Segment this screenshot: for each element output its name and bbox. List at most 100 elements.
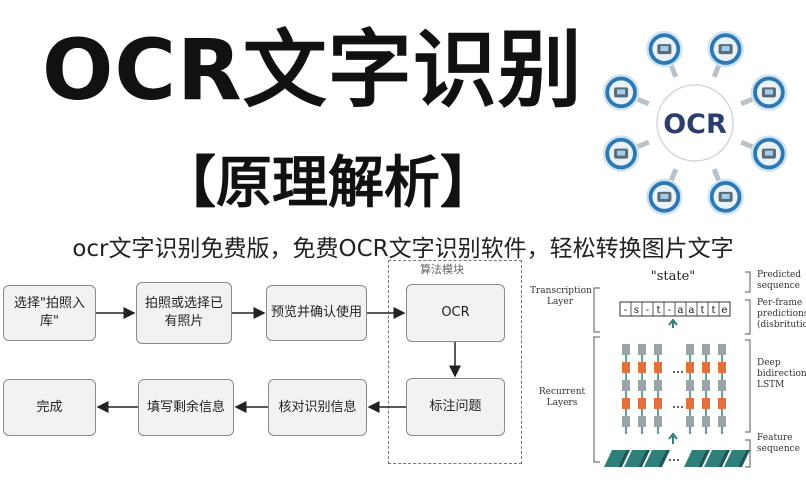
feature-block [684, 450, 710, 467]
lstm-cell [654, 398, 662, 409]
hub-arrow [668, 168, 679, 182]
lstm-cell [718, 362, 726, 373]
step-shoot: 拍照或选择已有照片 [136, 282, 232, 344]
label-bracket [745, 339, 751, 433]
lstm-cell [622, 398, 630, 409]
lstm-cell [654, 362, 662, 373]
feature-block [724, 450, 750, 467]
hub-arrow [740, 139, 754, 150]
lstm-cell [622, 344, 630, 355]
layer-bracket [593, 336, 600, 463]
layer-bracket [593, 287, 600, 333]
lstm-cell [654, 416, 662, 427]
algorithm-module-label: 算法模块 [420, 263, 464, 276]
lstm-cell [718, 344, 726, 355]
lstm-cell [622, 380, 630, 391]
lstm-cell [638, 380, 646, 391]
hub-arrow [636, 96, 650, 107]
fax-icon [602, 135, 640, 172]
lstm-cell [686, 344, 694, 355]
lstm-cell [702, 344, 710, 355]
label-per-frame-predictions: Per-frame predictions (disbritution) [757, 298, 806, 330]
hub-center-label: OCR [663, 109, 727, 140]
lstm-cell [622, 416, 630, 427]
label-deep-bidirectional-lstm: Deep bidirectional LSTM [757, 358, 806, 390]
predicted-word: "state" [651, 269, 696, 284]
main-title: OCR文字识别 [42, 21, 583, 119]
step-select: 选择"拍照入库" [3, 285, 96, 341]
lstm-cell [702, 398, 710, 409]
hub-arrow [668, 64, 679, 78]
step-preview: 预览并确认使用 [266, 285, 367, 341]
feature-block [644, 450, 670, 467]
step-fill: 填写剩余信息 [138, 379, 234, 436]
sequence-cell: e [722, 305, 728, 316]
step-done: 完成 [3, 379, 96, 436]
screen-icon [646, 178, 683, 216]
hub-arrow [740, 96, 754, 107]
hub-nodes [602, 30, 788, 216]
sequence-cell: - [624, 305, 627, 316]
hub-arrow [711, 168, 722, 182]
ellipsis-dot [677, 459, 679, 461]
algorithm-module-frame [388, 260, 522, 464]
lstm-cell [702, 362, 710, 373]
up-arrow-icon [668, 432, 678, 444]
phone-icon [707, 178, 744, 216]
ocr-hub-illustration: OCR [602, 30, 788, 216]
hub-arrows [636, 64, 754, 182]
lstm-cell [718, 398, 726, 409]
lstm-cell [654, 344, 662, 355]
sequence-cell: a [689, 305, 695, 316]
sequence-cell: - [668, 305, 671, 316]
label-feature-sequence: Feature sequence [757, 433, 800, 454]
step-verify: 核对识别信息 [268, 379, 367, 436]
scanner-icon [750, 74, 788, 111]
feature-block [604, 450, 630, 467]
ellipsis-dot [677, 371, 679, 373]
sequence-cell: a [678, 305, 684, 316]
feature-block [624, 450, 650, 467]
lstm-cell [638, 362, 646, 373]
step-mark: 标注问题 [406, 378, 505, 436]
label-bracket [745, 271, 751, 293]
caption-text: ocr文字识别免费版，免费OCR文字识别软件，轻松转换图片文字 [72, 236, 734, 262]
step-ocr: OCR [406, 284, 505, 342]
ellipsis-dot [669, 459, 671, 461]
camera-icon [707, 30, 744, 68]
lstm-cell [638, 344, 646, 355]
feature-block [704, 450, 730, 467]
lstm-cell [638, 416, 646, 427]
up-arrow-icon [668, 318, 678, 328]
lstm-cell [718, 380, 726, 391]
label-transcription-layer: Transcription Layer [530, 286, 592, 307]
id-card-icon [602, 74, 640, 111]
lstm-cell [622, 362, 630, 373]
hub-arrow [636, 139, 650, 150]
sequence-cell: t [711, 305, 715, 316]
sequence-cell: t [700, 305, 704, 316]
monitor-icon [646, 30, 683, 68]
crnn-brackets [593, 271, 751, 468]
lstm-cell [702, 416, 710, 427]
sequence-cell: s [634, 305, 639, 316]
ellipsis-dot [677, 406, 679, 408]
ellipsis-dot [681, 371, 683, 373]
lstm-cell [686, 416, 694, 427]
label-bracket [745, 299, 751, 335]
label-bracket [745, 439, 751, 468]
lstm-cell [686, 380, 694, 391]
printer-icon [750, 135, 788, 172]
lstm-cell [638, 398, 646, 409]
feature-sequence-blocks [604, 450, 750, 467]
ellipsis-dot [673, 406, 675, 408]
ellipsis-dot [681, 406, 683, 408]
lstm-cell [686, 398, 694, 409]
lstm-cell [702, 380, 710, 391]
ellipsis-dot [673, 459, 675, 461]
lstm-cell [718, 416, 726, 427]
sequence-cell: t [656, 305, 660, 316]
lstm-cell [686, 362, 694, 373]
